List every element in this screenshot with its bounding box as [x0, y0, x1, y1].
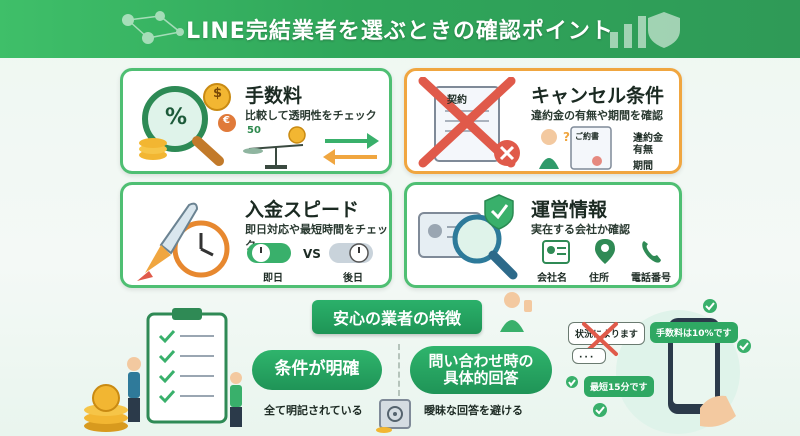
slow-clock-icon — [329, 243, 373, 263]
time-answer-bubble: 最短15分です — [584, 376, 654, 397]
person-reviewing-icon: ? — [539, 126, 612, 170]
speed-vs: VS — [303, 247, 321, 261]
specific-answer-note: 曖昧な回答を避ける — [424, 404, 523, 417]
cancel-card: 契約 キャンセル条件 違約金の有無や期間を確認 ? ご約書 違約金 有無 期間 — [404, 68, 682, 174]
company-item-phone: 電話番号 — [631, 273, 671, 284]
euro-glyph: € — [223, 115, 230, 126]
svg-text:?: ? — [563, 130, 570, 144]
fee-answer-bubble: 手数料は10%です — [650, 322, 738, 343]
feature-divider — [398, 344, 400, 396]
page-title: LINE完結業者を選ぶときの確認ポイント — [186, 19, 614, 44]
dollar-glyph: $ — [213, 86, 223, 101]
clipboard-people-illustration — [84, 308, 242, 432]
magnifier-percent-icon — [139, 83, 236, 166]
company-card-title: 運営情報 — [531, 199, 608, 221]
exchange-arrows-icon — [323, 133, 379, 165]
safe-icon — [376, 399, 411, 433]
phone-chat-illustration — [566, 299, 751, 434]
cancel-item-presence: 有無 — [633, 145, 653, 156]
contract-label: 契約 — [447, 95, 467, 106]
thumbs-up-person-icon — [500, 292, 532, 332]
company-card-subtitle: 実在する会社か確認 — [531, 223, 630, 236]
speed-card: 入金スピード 即日対応や最短時間をチェック 即日 VS 後日 — [120, 182, 392, 288]
cancel-item-period: 期間 — [633, 161, 653, 172]
fee-card: % $ € 手数料 比較して透明性をチェック 50 — [120, 68, 392, 174]
specific-answer-line2: 具体的回答 — [443, 369, 519, 387]
fee-card-title: 手数料 — [245, 85, 303, 107]
balance-scale-icon — [243, 126, 306, 169]
location-pin-icon — [595, 239, 615, 264]
network-icon — [122, 11, 184, 44]
speed-label-sameday: 即日 — [263, 273, 283, 284]
cancel-item-penalty: 違約金 — [633, 133, 663, 144]
chart-shield-icon — [610, 12, 680, 48]
percent-glyph: % — [165, 105, 188, 130]
cancel-card-title: キャンセル条件 — [531, 85, 665, 107]
company-card: 運営情報 実在する会社か確認 会社名 住所 電話番号 — [404, 182, 682, 288]
speed-label-later: 後日 — [343, 273, 363, 284]
cancel-card-subtitle: 違約金の有無や期間を確認 — [531, 109, 663, 122]
company-id-icon — [542, 240, 570, 264]
company-item-name: 会社名 — [537, 273, 567, 284]
specific-answer-line1: 問い合わせ時の — [428, 351, 534, 370]
features-banner: 安心の業者の特徴 — [312, 300, 482, 334]
company-item-address: 住所 — [589, 273, 609, 284]
id-magnifier-shield-icon — [418, 194, 518, 280]
rocket-clock-icon — [137, 202, 230, 281]
pledge-doc-label: ご約書 — [575, 132, 599, 141]
specific-answer-pill: 問い合わせ時の 具体的回答 — [410, 346, 552, 394]
speed-card-title: 入金スピード — [245, 199, 360, 221]
fast-clock-icon — [247, 243, 291, 263]
typing-bubble: ··· — [572, 348, 606, 364]
crossed-contract-icon — [418, 77, 520, 168]
clear-terms-note: 全て明記されている — [264, 404, 363, 417]
header-banner: LINE完結業者を選ぶときの確認ポイント — [0, 0, 800, 58]
scale-value: 50 — [247, 125, 261, 136]
phone-icon — [642, 241, 661, 263]
fee-card-subtitle: 比較して透明性をチェック — [245, 109, 377, 122]
clear-terms-pill: 条件が明確 — [252, 350, 382, 390]
